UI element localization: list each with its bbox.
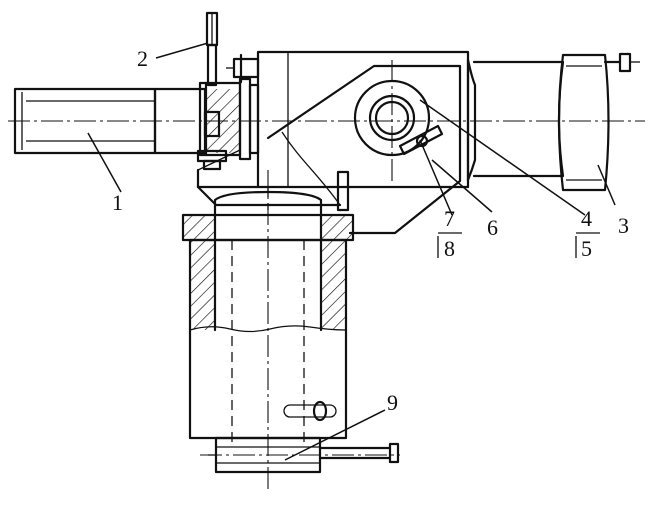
label-part-5: 5 <box>581 236 592 261</box>
label-part-2: 2 <box>137 46 148 71</box>
label-part-3: 3 <box>618 213 629 238</box>
guide-rod-part-6 <box>336 170 350 212</box>
label-part-1: 1 <box>112 190 123 215</box>
label-part-4: 4 <box>581 206 592 231</box>
label-part-9: 9 <box>387 390 398 415</box>
label-part-8: 8 <box>444 236 455 261</box>
label-part-6: 6 <box>487 215 498 240</box>
center-lines <box>8 60 645 490</box>
label-part-7: 7 <box>444 206 455 231</box>
flange-plate <box>238 77 260 161</box>
part-labels: 2 1 3 4 5 6 7 8 9 <box>112 46 629 415</box>
actuator-part-3 <box>466 52 640 192</box>
leader-lines <box>87 42 616 461</box>
